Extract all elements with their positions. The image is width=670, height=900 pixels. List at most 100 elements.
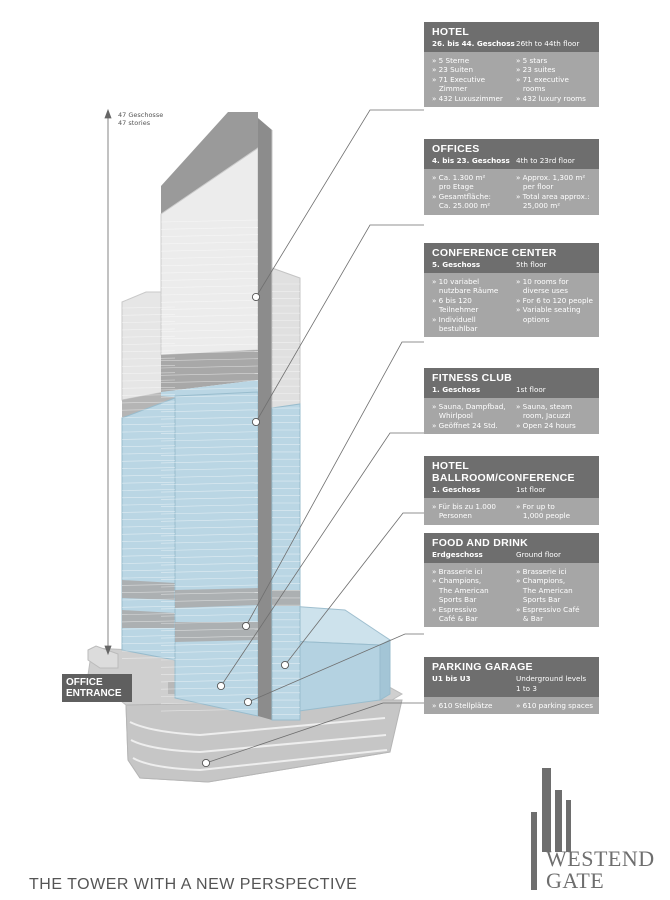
floor-line	[160, 562, 259, 566]
logo-line1: WESTEND	[546, 846, 655, 871]
panel-item-en: » Espressivo Café & Bar	[516, 604, 580, 624]
floor-line	[121, 474, 176, 477]
floor-line	[121, 569, 176, 572]
panel-items-en: » 5 stars» 23 suites» 71 executive rooms…	[514, 56, 595, 103]
floor-line	[160, 380, 259, 383]
panel-item-en: » 610 parking spaces	[516, 701, 593, 710]
floor-line	[160, 416, 259, 420]
floor-line	[160, 694, 259, 697]
floor-line	[121, 467, 176, 469]
floor-line	[160, 540, 259, 544]
floor-line	[160, 314, 259, 318]
panel-item-de: » 610 Stellplätze	[432, 701, 493, 710]
floor-line	[121, 306, 176, 309]
office-entrance-line1: OFFICE	[66, 677, 103, 688]
floor-line	[160, 701, 259, 705]
floor-line	[121, 328, 176, 331]
panel-items-de: » 10 variabel nutzbare Räume» 6 bis 120 …	[432, 277, 514, 333]
panel-subtitle-en: Ground floor	[516, 550, 561, 559]
panel-body: » 5 Sterne» 23 Suiten» 71 Executive Zimm…	[424, 52, 599, 108]
floor-line	[121, 335, 176, 338]
floor-line	[160, 635, 259, 639]
panel-subtitle-de: Erdgeschoss	[432, 550, 483, 559]
floor-line	[121, 635, 176, 637]
floor-line	[121, 554, 176, 557]
floor-line	[160, 482, 259, 486]
panel-item-en: » Champions, The American Sports Bar	[516, 576, 573, 605]
floor-line	[160, 285, 259, 288]
floor-line	[160, 497, 259, 500]
marker-food	[243, 697, 253, 707]
floor-line	[121, 481, 176, 484]
panel-body: » Sauna, Dampfbad, Whirlpool» Geöffnet 2…	[424, 398, 599, 435]
floor-line	[160, 526, 259, 529]
panel-subtitle-en: 1st floor	[516, 485, 546, 494]
floor-line	[121, 489, 176, 491]
floor-line	[160, 621, 259, 624]
floor-lines	[121, 219, 300, 716]
panel-item-en: » For 6 to 120 people	[516, 295, 593, 305]
leader-lines	[205, 109, 424, 764]
panel-subtitle-de: 1. Geschoss	[432, 485, 481, 494]
panel-subtitle-en: Underground levels 1 to 3	[516, 674, 587, 693]
floor-line	[121, 642, 176, 645]
panel-item-de: » Geöffnet 24 Std.	[432, 420, 498, 430]
floor-line	[121, 547, 176, 550]
panel-title: PARKING GARAGE	[432, 661, 533, 673]
floor-line	[160, 504, 259, 507]
floor-line	[160, 519, 259, 522]
panel-title: HOTEL BALLROOM/CONFERENCE	[432, 460, 575, 484]
floor-line	[121, 627, 176, 630]
floor-line	[160, 650, 259, 653]
floor-line	[160, 424, 259, 427]
floor-line	[160, 307, 259, 310]
floor-line	[121, 533, 176, 535]
panel-item-de: » 10 variabel nutzbare Räume	[432, 277, 499, 296]
floor-line	[121, 452, 176, 455]
panel-item-de: » Champions, The American Sports Bar	[432, 576, 489, 605]
panel-body: » Ca. 1.300 m² pro Etage» Gesamtfläche: …	[424, 169, 599, 215]
tower-main	[160, 112, 301, 721]
floor-line	[160, 300, 259, 303]
panel-subtitle-de: 1. Geschoss	[432, 385, 481, 394]
floor-line	[121, 518, 176, 520]
panel-item-en: » 432 luxury rooms	[516, 93, 586, 103]
panel-item-en: » 5 stars	[516, 56, 548, 65]
floor-line	[121, 584, 176, 586]
floor-line	[160, 599, 259, 602]
westend-gate-logo-mark	[531, 768, 571, 890]
panel-title: HOTEL	[432, 26, 470, 38]
floor-line	[160, 592, 259, 595]
floor-line	[121, 423, 176, 426]
floor-line	[160, 278, 259, 281]
panel-item-de: » 5 Sterne	[432, 56, 470, 65]
floor-line	[160, 533, 259, 537]
floor-line	[121, 314, 176, 316]
floor-line	[160, 387, 259, 391]
floor-line	[160, 431, 259, 434]
panel-subtitle-en: 4th to 23rd floor	[516, 156, 575, 165]
panel-item-de: » Ca. 1.300 m² pro Etage	[432, 173, 486, 192]
floor-line	[121, 496, 176, 499]
panel-subtitle: Erdgeschoss Ground floor	[432, 550, 593, 560]
floor-line	[121, 613, 176, 615]
floor-line	[121, 350, 176, 353]
panel-items-en: » Sauna, steam room, Jacuzzi» Open 24 ho…	[514, 402, 595, 430]
marker-offices	[251, 417, 261, 427]
panel-items-en: » For up to 1,000 people	[514, 502, 595, 521]
location-markers	[201, 292, 290, 768]
floor-line	[160, 577, 259, 580]
office-entrance-label: OFFICE ENTRANCE	[62, 674, 132, 702]
